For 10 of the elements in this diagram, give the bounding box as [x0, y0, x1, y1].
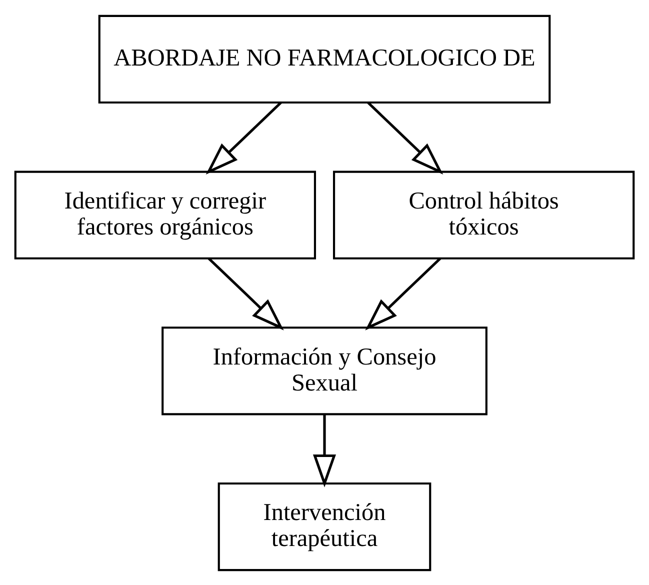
node-box: Control hábitos tóxicos: [332, 170, 635, 259]
arrow: [312, 414, 336, 487]
arrow: [206, 101, 282, 174]
arrow: [365, 257, 442, 330]
node-box: Intervención terapéutica: [218, 482, 432, 571]
node-box: Información y Consejo Sexual: [162, 326, 488, 415]
node-box: Identificar y corregir factores orgánicos: [14, 170, 316, 259]
arrow: [208, 257, 284, 330]
node-box: ABORDAJE NO FARMACOLOGICO DE: [98, 14, 551, 104]
arrow: [367, 101, 444, 174]
